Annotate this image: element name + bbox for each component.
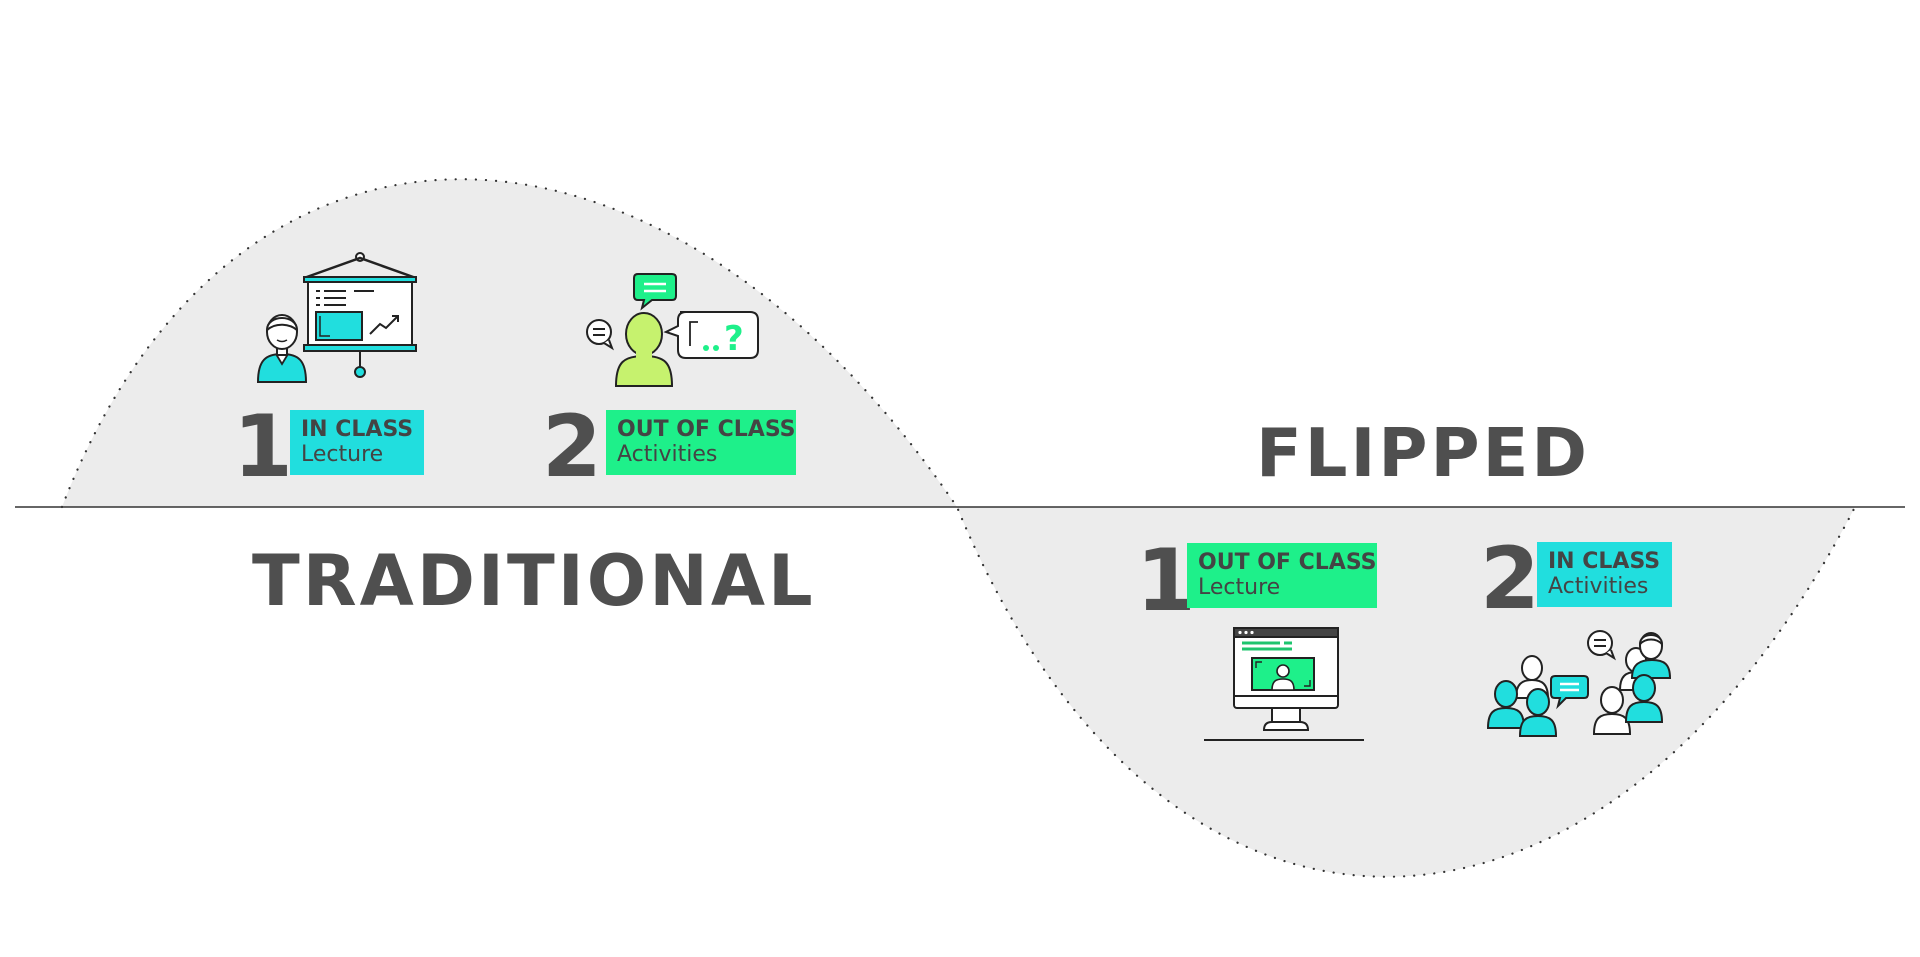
student-questions-icon: ?	[586, 273, 759, 387]
traditional-step-1-tag: IN CLASS Lecture	[290, 410, 424, 475]
traditional-step-2-number: 2	[542, 397, 602, 497]
group-discussion-icon	[1486, 630, 1672, 737]
flipped-step-2-what: Activities	[1548, 574, 1649, 599]
flipped-step-2-where: IN CLASS	[1548, 549, 1661, 574]
flipped-step-1-where: OUT OF CLASS	[1198, 550, 1377, 575]
svg-text:?: ?	[724, 319, 744, 359]
flipped-step-1-tag: OUT OF CLASS Lecture	[1187, 543, 1377, 608]
traditional-step-2-what: Activities	[617, 442, 718, 467]
flipped-trough	[957, 507, 1855, 877]
flipped-step-1-number: 1	[1136, 531, 1196, 631]
traditional-step-2-tag: OUT OF CLASS Activities	[606, 410, 796, 475]
traditional-step-2-where: OUT OF CLASS	[617, 417, 796, 442]
flipped-step-2-number: 2	[1480, 529, 1540, 629]
teacher-presentation-board-icon	[256, 252, 417, 383]
flipped-step-1-what: Lecture	[1198, 575, 1281, 600]
traditional-step-1-where: IN CLASS	[301, 417, 414, 442]
traditional-step-1-what: Lecture	[301, 442, 384, 467]
traditional-title: TRADITIONAL	[252, 540, 816, 622]
flipped-title: FLIPPED	[1256, 414, 1590, 492]
flipped-step-2-tag: IN CLASS Activities	[1537, 542, 1672, 607]
computer-video-lecture-icon	[1204, 627, 1364, 741]
traditional-step-1-number: 1	[233, 397, 293, 497]
traditional-hump	[62, 179, 957, 507]
